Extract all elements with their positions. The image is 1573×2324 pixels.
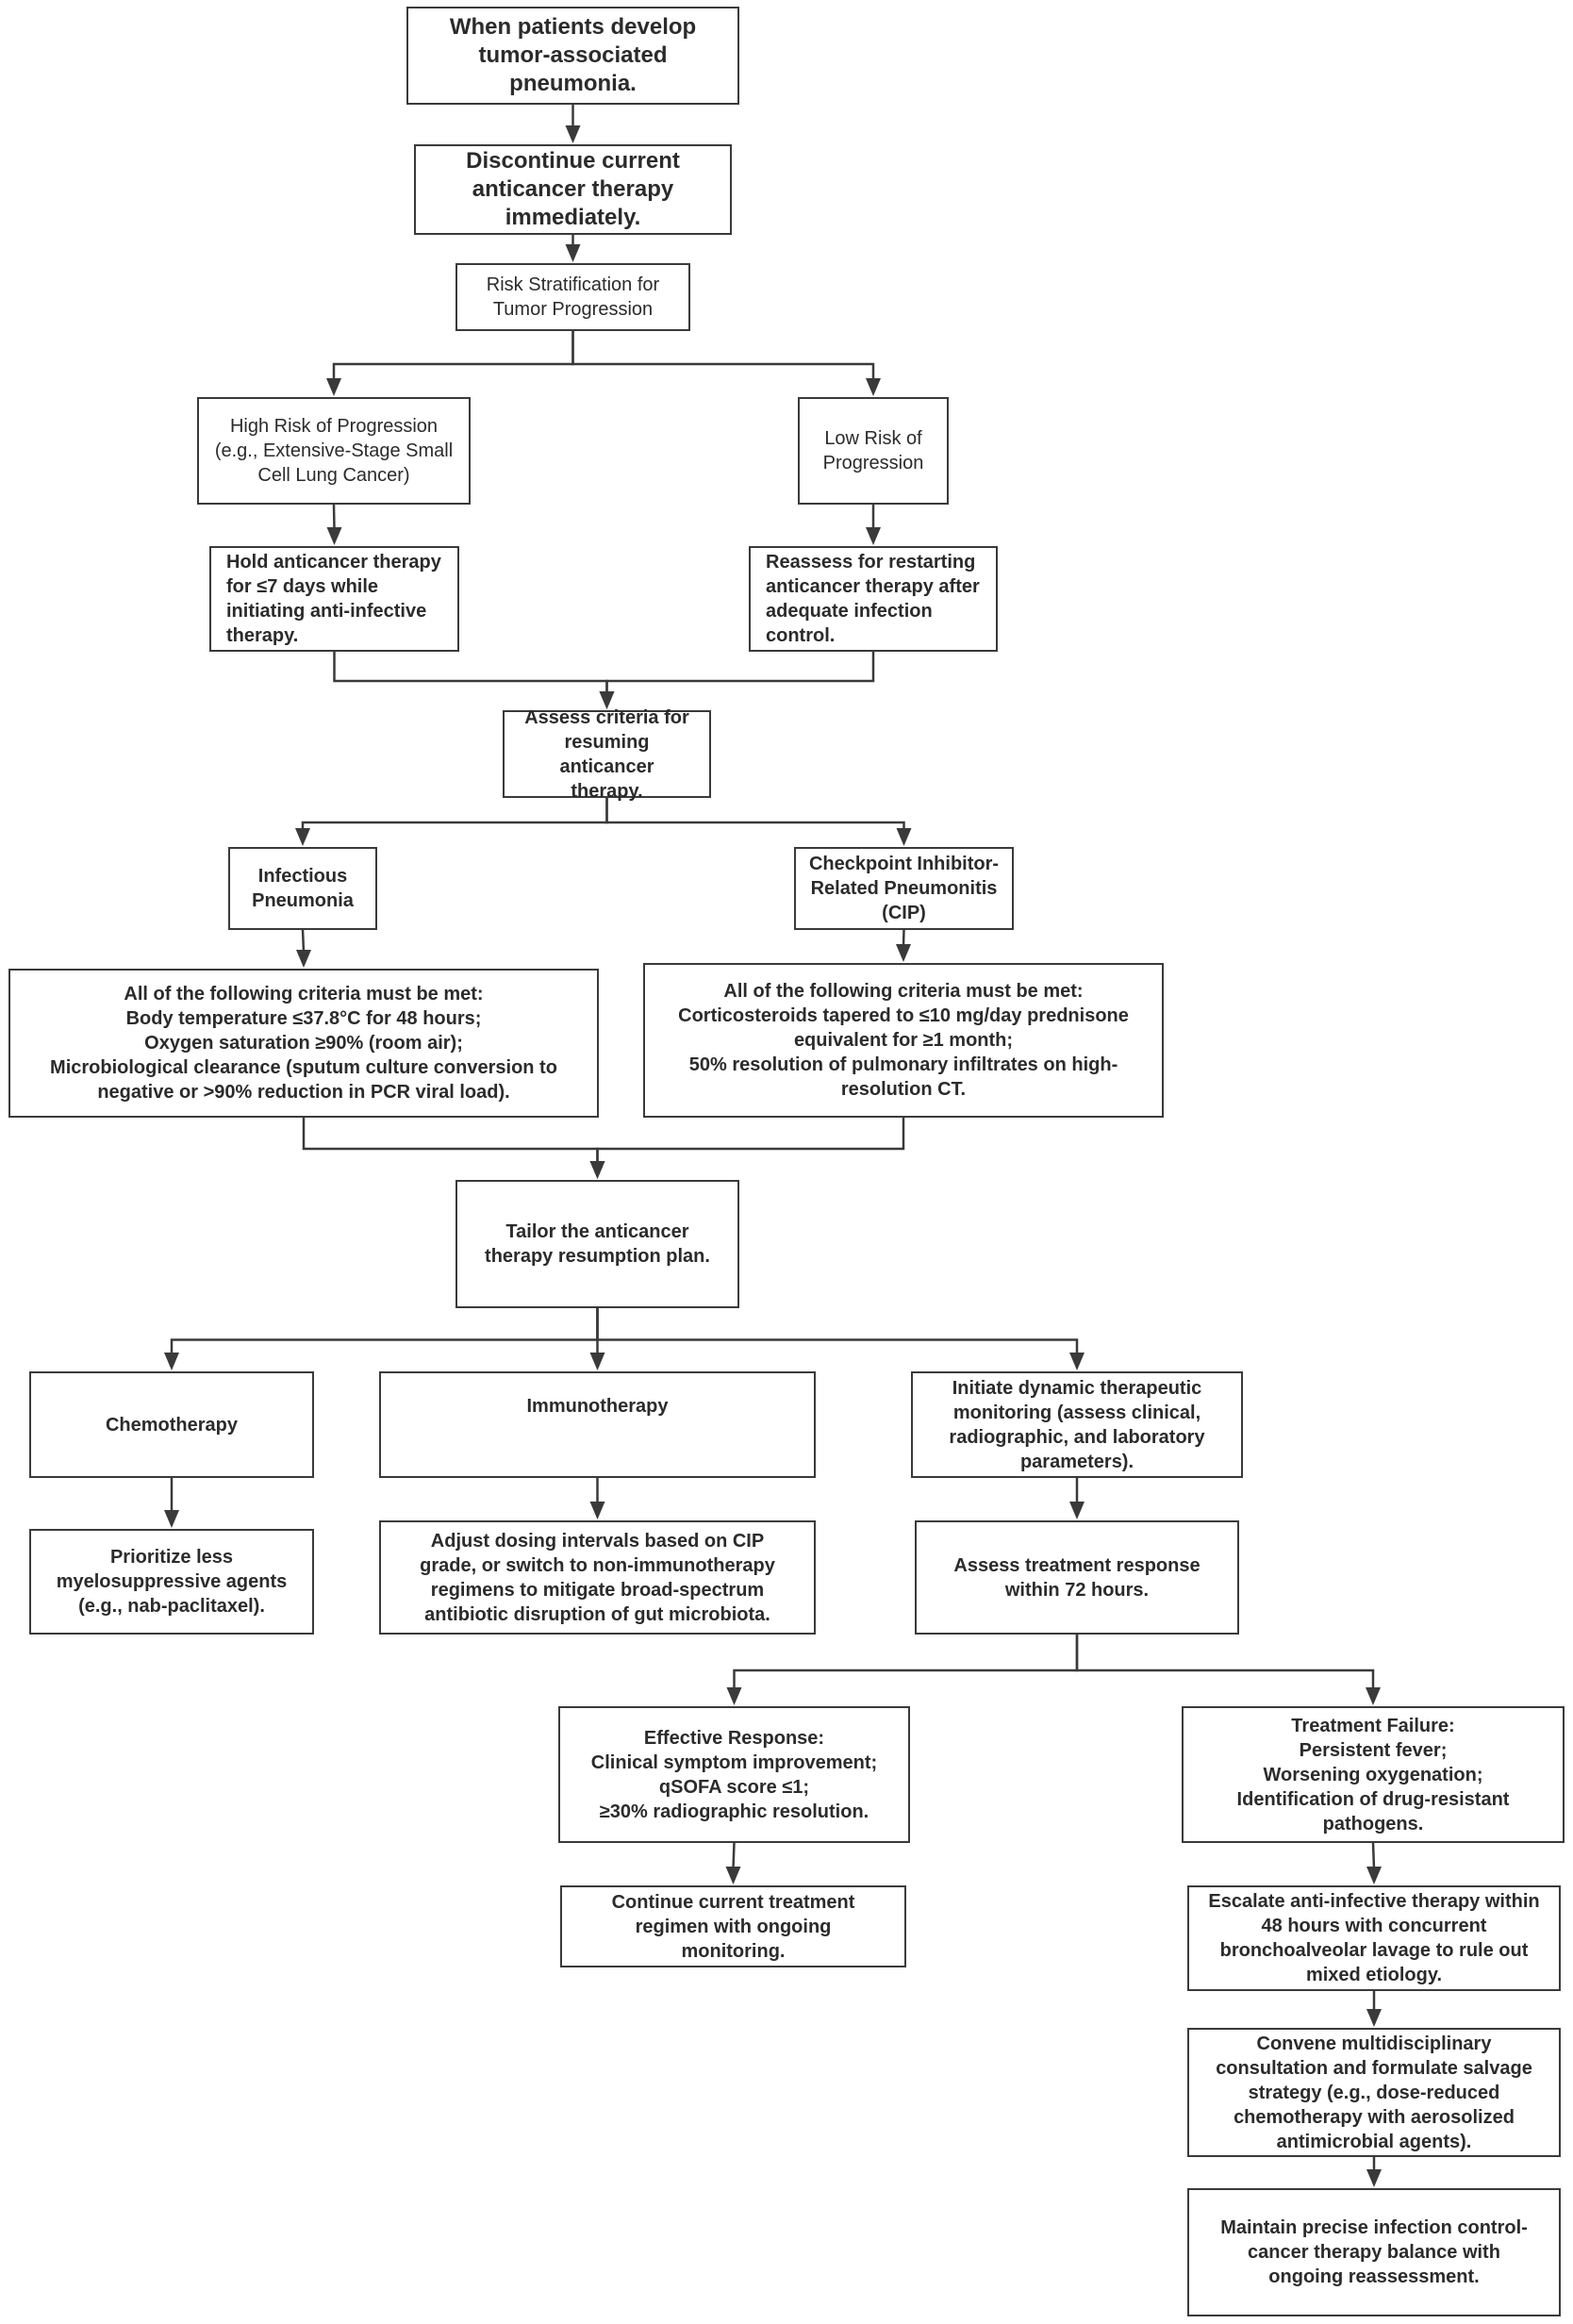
connector-n4-n6 [332,504,336,530]
node-checkpoint-pneumonitis: Checkpoint Inhibitor-Related Pneumonitis… [794,847,1014,930]
node-assess-response: Assess treatment response within 72 hour… [915,1520,1239,1635]
arrowhead-n13-n14 [164,1353,179,1370]
node-tumor-associated-pneumonia: When patients develop tumor-associated p… [406,7,739,105]
connector-n3-n5 [571,331,875,380]
arrowhead-n19-n21 [1366,1687,1381,1705]
connector-n10-n12 [902,929,905,947]
arrowhead-n3-n5 [866,378,881,396]
node-assess-criteria: Assess criteria for resuming anticancer … [503,707,711,802]
connector-n7-n8 [605,652,875,693]
connector-n12-n13 [596,1118,905,1163]
arrowhead-n1-n2 [565,125,581,143]
node-hold-therapy: Hold anticancer therapy for ≤7 days whil… [209,546,459,652]
arrowhead-n14-n17 [164,1510,179,1528]
arrowhead-n16-n19 [1069,1502,1085,1519]
node-treatment-failure: Treatment Failure: Persistent fever; Wor… [1182,1706,1565,1843]
node-low-risk: Low Risk of Progression [798,397,949,505]
connector-n21-n23 [1371,1842,1376,1869]
arrowhead-n20-n22 [725,1867,741,1884]
connector-n13-n16 [596,1308,1079,1354]
node-tailor-plan: Tailor the anticancer therapy resumption… [455,1180,739,1308]
node-reassess-restart: Reassess for restarting anticancer thera… [749,546,998,652]
node-cip-criteria: All of the following criteria must be me… [643,963,1164,1118]
node-risk-stratification: Risk Stratification for Tumor Progressio… [455,263,690,331]
connector-n19-n20 [733,1635,1079,1689]
arrowhead-n19-n20 [726,1687,742,1705]
connector-n20-n22 [732,1842,736,1869]
node-infectious-pneumonia: Infectious Pneumonia [228,847,377,930]
arrowhead-n5-n7 [866,527,881,545]
node-maintain-balance: Maintain precise infection control-cance… [1187,2188,1561,2316]
arrowhead-n8-n9 [295,828,310,846]
arrowhead-n2-n3 [565,244,581,262]
arrowhead-n24-n25 [1366,2169,1382,2187]
node-chemotherapy: Chemotherapy [29,1371,314,1478]
node-continue-treatment: Continue current treatment regimen with … [560,1885,906,1967]
node-multidisciplinary-consultation: Convene multidisciplinary consultation a… [1187,2028,1561,2157]
node-discontinue-therapy: Discontinue current anticancer therapy i… [414,144,732,235]
connector-n3-n4 [332,331,574,380]
arrowhead-n15-n18 [589,1502,605,1519]
connector-n19-n21 [1075,1635,1375,1689]
arrowhead-n23-n24 [1366,2009,1382,2027]
connector-n9-n11 [301,929,306,953]
connector-n13-n14 [170,1308,599,1354]
node-infectious-criteria: All of the following criteria must be me… [8,969,599,1118]
arrowhead-n7-n8 [599,691,615,709]
arrowhead-n21-n23 [1366,1867,1382,1884]
node-dynamic-monitoring: Initiate dynamic therapeutic monitoring … [911,1371,1243,1478]
arrowhead-n9-n11 [296,950,311,968]
arrowhead-n12-n13 [589,1161,605,1179]
node-effective-response: Effective Response: Clinical symptom imp… [558,1706,910,1843]
node-adjust-dosing: Adjust dosing intervals based on CIP gra… [379,1520,816,1635]
connector-n8-n10 [605,798,905,830]
node-immunotherapy: Immunotherapy [379,1371,816,1478]
arrowhead-n13-n15 [589,1353,605,1370]
arrowhead-n4-n6 [326,527,342,545]
node-high-risk: High Risk of Progression (e.g., Extensiv… [197,397,471,505]
arrowhead-n13-n16 [1069,1353,1085,1370]
connector-n6-n8 [333,652,608,693]
node-escalate-therapy: Escalate anti-infective therapy within 4… [1187,1885,1561,1991]
arrowhead-n8-n10 [896,828,912,846]
arrowhead-n3-n4 [326,378,341,396]
arrowhead-n10-n12 [896,944,911,962]
node-myelosuppressive-agents: Prioritize less myelosuppressive agents … [29,1529,314,1635]
connector-n11-n13 [302,1118,599,1163]
